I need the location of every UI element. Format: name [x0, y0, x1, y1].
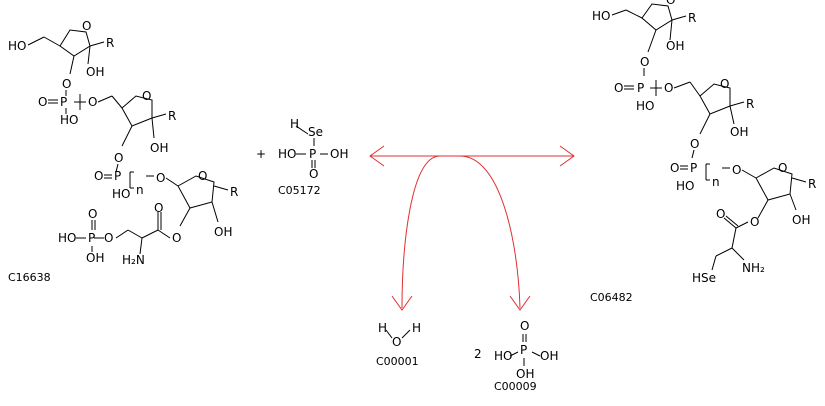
water-structure: H O H [378, 321, 421, 349]
compound-id-c00001: C00001 [376, 355, 419, 368]
atom-label: O [640, 55, 649, 69]
atom-label: R [230, 185, 238, 199]
atom-label: O [690, 137, 699, 151]
atom-label: O [670, 161, 679, 175]
atom-label: P [520, 343, 527, 357]
atom-label: O [750, 215, 759, 229]
atom-label: O [154, 201, 163, 215]
atom-label: O [142, 89, 151, 103]
atom-label: R [106, 36, 114, 50]
atom-label: O [778, 161, 787, 175]
compound-id-c06482: C06482 [590, 291, 633, 304]
atom-label: O [82, 19, 91, 33]
atom-label: OH [516, 367, 534, 381]
atom-label: HO [636, 99, 654, 113]
atom-label: OH [214, 225, 232, 239]
atom-label: n [712, 175, 720, 189]
atom-label: R [168, 109, 176, 123]
atom-label: OH [666, 39, 684, 53]
atom-label: O [198, 169, 207, 183]
atom-label: O [104, 231, 113, 245]
atom-label: O [62, 77, 71, 91]
compound-id-c16638: C16638 [8, 271, 51, 284]
atom-label: P [690, 161, 697, 175]
atom-label: H₂N [122, 253, 145, 267]
arrow-head-phosphate [509, 295, 531, 311]
stoichiometric-coefficient: 2 [474, 347, 482, 361]
atom-label: NH₂ [742, 261, 765, 275]
atom-label: O [392, 335, 401, 349]
atom-label: HO [112, 187, 130, 201]
atom-label: O [520, 319, 529, 333]
atom-label: P [88, 231, 95, 245]
atom-label: P [114, 169, 121, 183]
atom-label: O [88, 207, 97, 221]
atom-label: P [637, 81, 644, 95]
atom-label: OH [730, 125, 748, 139]
atom-label: HO [60, 113, 78, 127]
atom-label: n [136, 183, 144, 197]
atom-label: R [746, 97, 754, 111]
atom-label: H [290, 117, 299, 131]
atom-label: O [94, 169, 103, 183]
atom-label: HO [58, 231, 76, 245]
atom-label: HO [8, 39, 26, 53]
atom-label: OH [86, 251, 104, 265]
atom-label: OH [540, 349, 558, 363]
atom-label: O [664, 81, 673, 95]
arrow-head-right [559, 145, 575, 167]
branch-arrow-water [401, 155, 441, 309]
atom-label: O [716, 207, 725, 221]
atom-label: OH [150, 141, 168, 155]
substrate-second-structure: H Se HO P OH O [278, 117, 348, 181]
compound-id-c00009: C00009 [494, 380, 537, 393]
branch-arrow-phosphate [459, 155, 521, 309]
atom-label: HO [494, 349, 512, 363]
arrow-head-left [369, 145, 385, 167]
atom-label: O [38, 95, 47, 109]
atom-label: R [808, 177, 816, 191]
atom-label: HSe [692, 271, 716, 285]
atom-label: O [614, 81, 623, 95]
substrate-main-structure: HO O R OH O O P HO O O R OH O O [8, 19, 238, 267]
atom-label: Se [308, 125, 323, 139]
atom-label: O [172, 231, 181, 245]
atom-label: OH [86, 65, 104, 79]
atom-label: HO [676, 179, 694, 193]
atom-label: P [60, 95, 67, 109]
arrow-head-water [391, 295, 413, 311]
atom-label: HO [278, 147, 296, 161]
atom-label: H [378, 321, 387, 335]
atom-label: O [309, 167, 318, 181]
compound-id-c05172: C05172 [278, 184, 321, 197]
atom-label: HO [592, 9, 610, 23]
atom-label: O [156, 171, 165, 185]
atom-label: O [114, 151, 123, 165]
atom-label: R [688, 11, 696, 25]
plus-sign: + [256, 147, 267, 161]
atom-label: P [309, 147, 316, 161]
atom-label: OH [330, 147, 348, 161]
atom-label: O [732, 163, 741, 177]
atom-label: H [412, 321, 421, 335]
reaction-arrows [369, 145, 575, 311]
atom-label: O [88, 95, 97, 109]
atom-label: O [666, 0, 675, 7]
phosphate-structure: O P HO OH OH [494, 319, 558, 381]
atom-label: O [720, 77, 729, 91]
product-main-structure: HO O R OH O O P HO O O R OH O O [592, 0, 816, 285]
atom-label: OH [792, 213, 810, 227]
